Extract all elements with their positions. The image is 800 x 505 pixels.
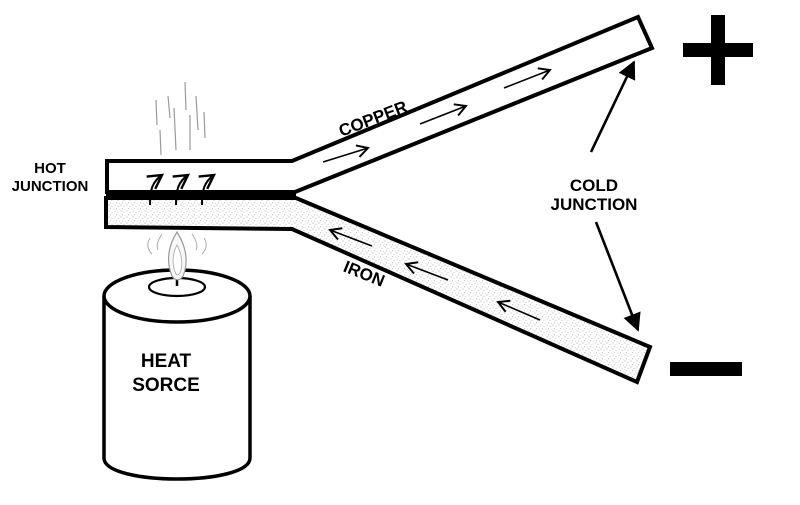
- heat-source-label-line1: HEAT: [141, 351, 192, 372]
- left-arrow-icon: [328, 227, 373, 247]
- cold-junction-label-line2: JUNCTION: [551, 195, 638, 214]
- heat-source: [102, 268, 252, 481]
- copper-current-arrows: [322, 67, 552, 163]
- positive-terminal: +: [683, 15, 753, 85]
- hot-junction-label-line2: JUNCTION: [12, 178, 89, 195]
- cold-junction-label-line1: COLD: [570, 176, 618, 195]
- pointer-arrow-icon: [594, 221, 641, 332]
- heat-source-label-line2: SORCE: [132, 375, 200, 396]
- cylinder-body: [102, 296, 252, 481]
- left-arrow-icon: [496, 299, 541, 321]
- flame-icon: [147, 230, 207, 281]
- copper-wire: [105, 14, 655, 194]
- right-arrow-icon: [503, 67, 552, 89]
- iron-wire: [104, 196, 653, 385]
- left-arrow-icon: [404, 261, 449, 281]
- cold-junction-pointers: [589, 60, 641, 332]
- hot-junction-label-line1: HOT: [34, 160, 66, 177]
- curved-up-arrow-icon: [172, 173, 191, 206]
- right-arrow-icon: [419, 103, 468, 125]
- curved-up-arrow-icon: [146, 173, 165, 206]
- curved-up-arrow-icon: [198, 173, 217, 206]
- pointer-arrow-icon: [589, 60, 636, 153]
- iron-current-arrows: [328, 227, 541, 321]
- right-arrow-icon: [322, 144, 370, 163]
- heat-arrows: [146, 173, 217, 206]
- smoke-icon: [155, 81, 206, 156]
- negative-terminal: –: [670, 362, 742, 376]
